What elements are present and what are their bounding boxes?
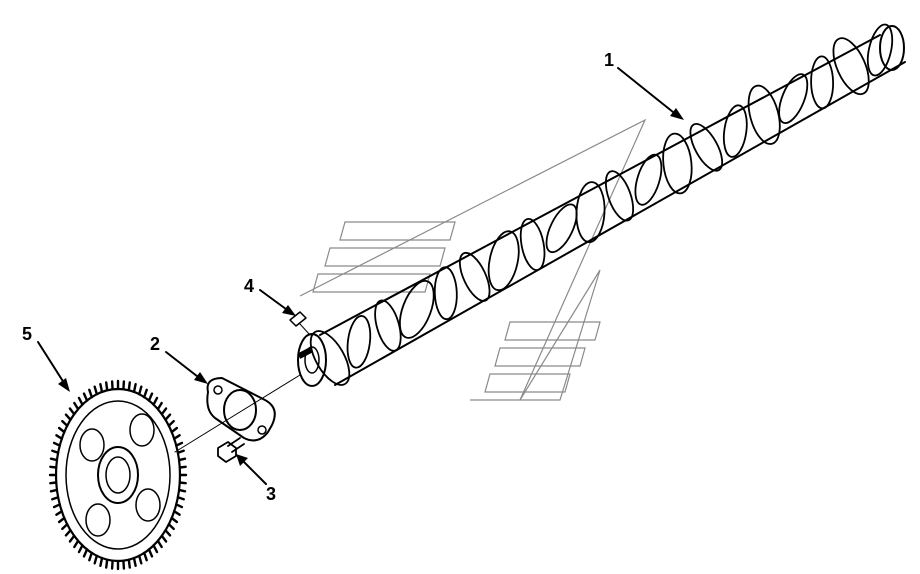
gear-tooth xyxy=(156,539,163,549)
cam-lobe xyxy=(545,203,578,254)
gear-teeth xyxy=(48,379,188,571)
callout-key: 4 xyxy=(244,276,254,296)
gear-tooth xyxy=(122,380,126,391)
cam-lobe xyxy=(398,280,435,339)
callout-thrust-plate: 2 xyxy=(150,334,160,354)
gear-tooth xyxy=(93,385,99,396)
camshaft xyxy=(297,23,906,387)
cam-lobe xyxy=(689,123,724,172)
camshaft-lobes xyxy=(309,23,894,386)
cam-lobe xyxy=(747,84,781,145)
leader-lines xyxy=(37,67,684,485)
gear-tooth xyxy=(104,381,109,392)
cam-lobe xyxy=(433,266,458,321)
cam-lobe xyxy=(662,132,693,195)
gear-tooth xyxy=(77,544,84,554)
cam-lobe xyxy=(832,37,870,96)
assembly-centerline xyxy=(174,374,301,453)
cam-lobe xyxy=(604,170,635,222)
cam-lobe xyxy=(458,251,491,302)
gear-tooth xyxy=(99,556,104,567)
gear-tooth xyxy=(77,396,84,406)
gear-tooth xyxy=(152,544,159,554)
gear-tooth xyxy=(88,551,94,562)
gear-tooth xyxy=(127,381,132,392)
cam-lobe xyxy=(778,73,809,124)
cam-lobe xyxy=(575,181,606,243)
cam-lobe xyxy=(487,230,520,292)
gear-tooth xyxy=(122,559,126,570)
gear-tooth xyxy=(99,383,104,394)
gear-tooth xyxy=(137,554,143,565)
woodruff-key xyxy=(289,311,311,336)
gear-tooth xyxy=(110,380,114,391)
cam-lobe xyxy=(810,55,835,110)
camshaft-gear xyxy=(48,379,188,571)
gear-tooth xyxy=(127,558,132,569)
cam-lobe xyxy=(866,23,894,77)
gear-tooth xyxy=(132,556,137,567)
callout-screw: 3 xyxy=(266,484,276,504)
gear-tooth xyxy=(132,383,137,394)
gear-tooth xyxy=(73,539,80,549)
callout-camshaft: 1 xyxy=(604,50,614,70)
gear-tooth xyxy=(93,554,99,565)
cam-lobe xyxy=(374,299,402,352)
gear-tooth xyxy=(156,401,163,411)
gear-tooth xyxy=(147,392,154,402)
gear-tooth xyxy=(82,392,89,402)
screw xyxy=(217,437,245,463)
gear-tooth xyxy=(73,401,80,411)
watermark-logo xyxy=(299,118,647,401)
cam-lobe xyxy=(346,315,372,369)
gear-tooth xyxy=(137,385,143,396)
gear-tooth xyxy=(104,558,109,569)
gear-tooth xyxy=(147,548,154,558)
thrust-plate xyxy=(206,377,276,442)
gear-tooth xyxy=(82,548,89,558)
gear-tooth xyxy=(142,551,148,562)
cam-lobe xyxy=(519,217,546,272)
gear-tooth xyxy=(110,559,114,570)
gear-tooth xyxy=(88,388,94,399)
cam-lobe xyxy=(634,153,663,206)
cam-lobe xyxy=(722,104,748,158)
gear-tooth xyxy=(152,396,159,406)
gear-tooth xyxy=(142,388,148,399)
callout-gear: 5 xyxy=(22,324,32,344)
